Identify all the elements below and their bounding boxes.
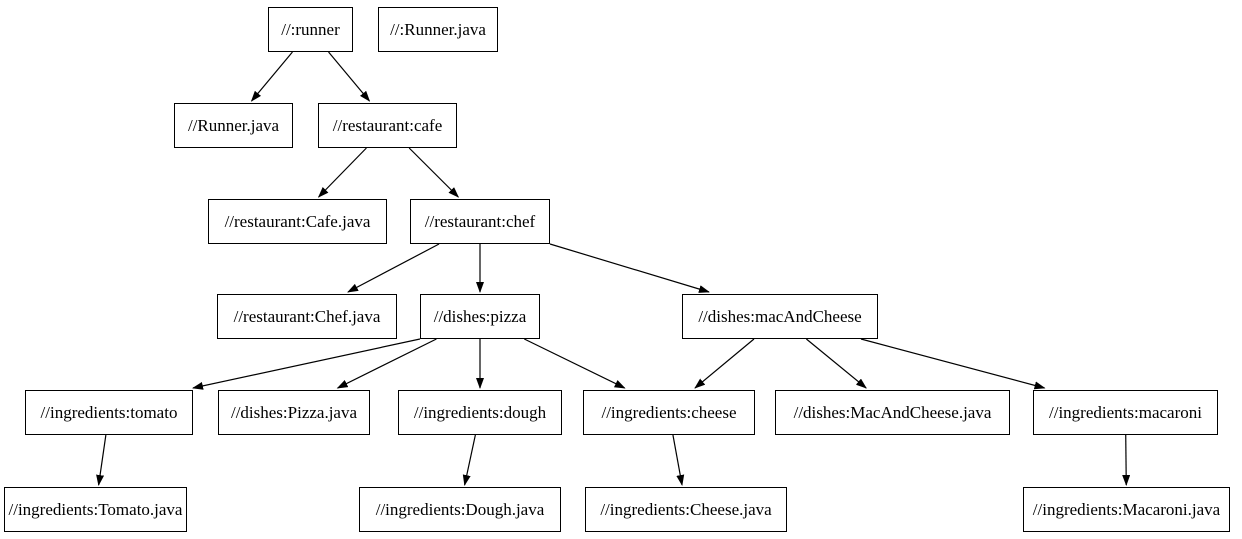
node-dough-java: //ingredients:Dough.java	[359, 487, 561, 532]
edge-chef-to-chef-java	[347, 243, 440, 293]
edge-runner-to-cafe	[328, 51, 371, 102]
node-dough: //ingredients:dough	[398, 390, 562, 435]
node-runner-java: //Runner.java	[174, 103, 293, 148]
edge-mac-and-cheese-to-mac-and-cheese-java	[805, 338, 867, 389]
edge-tomato-to-tomato-java	[96, 434, 107, 486]
edge-pizza-to-cheese	[524, 338, 626, 389]
node-chef: //restaurant:chef	[410, 199, 550, 244]
node-cafe-java: //restaurant:Cafe.java	[208, 199, 387, 244]
edge-dough-to-dough-java	[462, 434, 476, 486]
node-cheese-java: //ingredients:Cheese.java	[585, 487, 787, 532]
edge-chef-to-mac-and-cheese	[549, 243, 710, 293]
edge-pizza-to-pizza-java	[336, 338, 437, 389]
edge-pizza-to-tomato	[192, 338, 421, 390]
node-macaroni: //ingredients:macaroni	[1033, 390, 1218, 435]
node-cheese: //ingredients:cheese	[583, 390, 755, 435]
node-tomato-java: //ingredients:Tomato.java	[4, 487, 187, 532]
edge-mac-and-cheese-to-cheese	[694, 338, 755, 389]
node-macaroni-java: //ingredients:Macaroni.java	[1023, 487, 1230, 532]
node-mac-and-cheese: //dishes:macAndCheese	[682, 294, 878, 339]
edge-mac-and-cheese-to-macaroni	[860, 338, 1046, 390]
edge-runner-to-runner-java	[250, 51, 293, 102]
node-pizza-java: //dishes:Pizza.java	[218, 390, 370, 435]
node-pizza: //dishes:pizza	[420, 294, 540, 339]
node-chef-java: //restaurant:Chef.java	[217, 294, 397, 339]
edge-cafe-to-cafe-java	[317, 147, 367, 198]
node-runner: //:runner	[268, 7, 353, 52]
node-cafe: //restaurant:cafe	[318, 103, 457, 148]
edge-cheese-to-cheese-java	[672, 434, 685, 486]
node-root-runner-java: //:Runner.java	[378, 7, 498, 52]
node-tomato: //ingredients:tomato	[25, 390, 193, 435]
edge-macaroni-to-macaroni-java	[1122, 434, 1131, 486]
edge-cafe-to-chef	[408, 147, 460, 198]
node-mac-and-cheese-java: //dishes:MacAndCheese.java	[775, 390, 1010, 435]
